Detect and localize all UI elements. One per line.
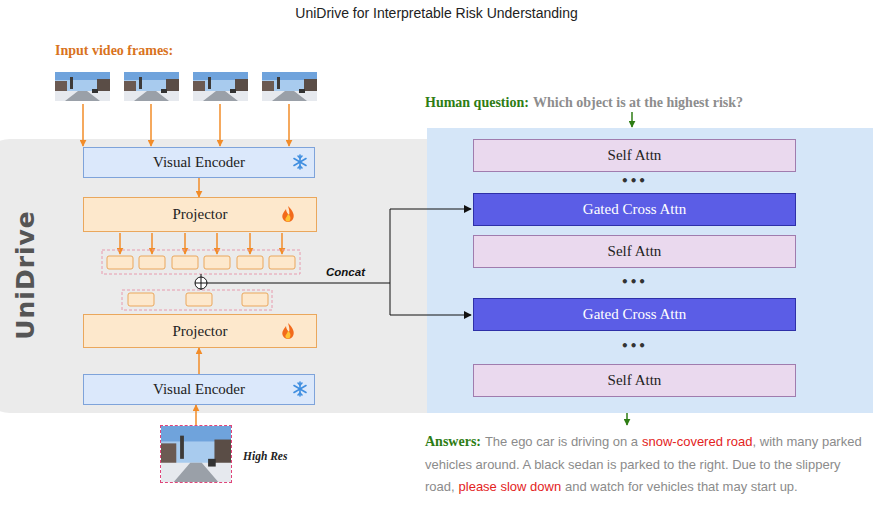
concat-wire — [390, 209, 391, 315]
node-label: Self Attn — [608, 147, 662, 164]
question-text: Which object is at the highest risk? — [533, 95, 743, 110]
token-arrow — [249, 233, 251, 254]
token-group — [102, 250, 300, 274]
question-arrow — [631, 112, 633, 127]
token-arrow — [119, 233, 121, 254]
answer-text: and watch for vehicles that may start up… — [565, 479, 798, 494]
token-arrow — [216, 233, 218, 254]
plus-line — [195, 283, 207, 284]
flow-arrow — [195, 405, 197, 425]
frozen-icon — [294, 155, 306, 169]
token — [269, 256, 295, 269]
input-arrow — [219, 104, 221, 146]
frame-arrows — [83, 104, 289, 146]
attention-box: Self Attn — [473, 364, 796, 397]
token — [237, 256, 263, 269]
concat-wire — [201, 274, 202, 277]
frozen-icon — [294, 382, 306, 396]
ellipsis: ••• — [604, 275, 664, 289]
high-res-tokens — [128, 293, 268, 306]
high-res-frame — [161, 426, 231, 482]
concat-arrow — [390, 209, 471, 210]
video-frame — [55, 72, 110, 101]
concat-wire — [207, 283, 390, 284]
attention-box: Self Attn — [473, 235, 796, 268]
image-box: High Res — [160, 425, 232, 483]
input-arrow — [150, 104, 152, 146]
plus-line — [201, 277, 202, 289]
transformer-panel — [427, 128, 873, 413]
token — [204, 256, 230, 269]
token — [186, 293, 212, 306]
token-arrow — [184, 233, 186, 254]
token-group — [122, 290, 272, 310]
node-label: Gated Cross Attn — [583, 201, 686, 218]
ellipsis: ••• — [604, 339, 664, 353]
node-label: Projector — [173, 206, 228, 223]
trainable-icon — [282, 323, 293, 339]
node-label: Visual Encoder — [153, 381, 245, 398]
input-arrow — [82, 104, 84, 146]
token-arrows — [120, 233, 282, 254]
question-heading: Human question: — [425, 95, 529, 110]
encoder-box: Visual Encoder — [83, 374, 315, 405]
video-tokens — [107, 256, 295, 269]
token — [107, 256, 133, 269]
question-line: Human question: Which object is at the hi… — [425, 93, 743, 111]
video-frame — [124, 72, 179, 101]
attention-box: Self Attn — [473, 139, 796, 172]
flow-arrow — [198, 178, 200, 197]
projector-box: Projector — [83, 314, 317, 348]
node-label: Projector — [173, 323, 228, 340]
token — [172, 256, 198, 269]
model-band: UniDriveVisual EncoderProjectorProjector… — [0, 139, 873, 413]
answer-arrow — [626, 413, 628, 425]
answer-paragraph: Answers: The ego car is driving on a snow-… — [425, 430, 873, 498]
token — [242, 293, 268, 306]
node-label: Self Attn — [608, 372, 662, 389]
token — [128, 293, 154, 306]
token-arrow — [281, 233, 283, 254]
plus-circle — [195, 277, 207, 289]
node-label: Self Attn — [608, 243, 662, 260]
section-heading: Input video frames: — [55, 43, 173, 59]
operation-label: Concat — [326, 266, 365, 278]
answer-highlight: please slow down — [459, 479, 562, 494]
trainable-icon — [282, 206, 293, 222]
concat-wire — [201, 289, 202, 290]
answer-highlight: snow-covered road — [642, 434, 753, 449]
node-label: UniDrive — [11, 210, 40, 340]
answer-heading: Answers: — [425, 434, 481, 449]
cross-attention-box: Gated Cross Attn — [473, 193, 796, 226]
input-arrow — [288, 104, 290, 146]
node-label: Gated Cross Attn — [583, 306, 686, 323]
answer-text: The ego car is driving on a — [485, 434, 638, 449]
cross-attention-box: Gated Cross Attn — [473, 298, 796, 331]
token-arrow — [151, 233, 153, 254]
node-label: High Res — [243, 450, 287, 462]
flow-arrow — [198, 348, 200, 374]
diagram-title: UniDrive for Interpretable Risk Understa… — [0, 5, 873, 21]
encoder-box: Visual Encoder — [83, 147, 315, 178]
concat-arrow — [390, 315, 471, 316]
ellipsis: ••• — [604, 174, 664, 188]
concat-lines — [201, 209, 471, 315]
node-label: Visual Encoder — [153, 154, 245, 171]
video-frame — [262, 72, 317, 101]
projector-box: Projector — [83, 197, 317, 232]
video-frame — [193, 72, 248, 101]
concat-symbol — [195, 277, 207, 289]
token — [139, 256, 165, 269]
